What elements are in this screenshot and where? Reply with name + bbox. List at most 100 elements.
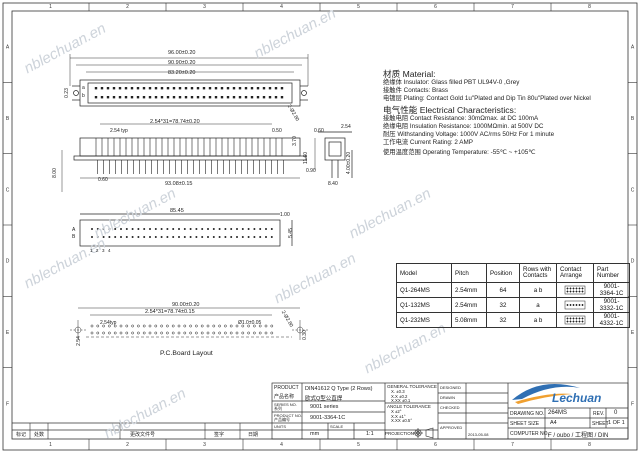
dim-label: 96.00±0.20 [168,50,196,56]
pcb-hole [200,324,204,328]
dim-label: 0.30 [301,330,308,340]
frame-row-label: D [6,259,10,265]
material-title: 材质 Material: [383,69,436,79]
front-contact [118,96,122,99]
checked-label: CHECKED [440,405,460,410]
bottom-contact [131,228,134,230]
pcb-hole [195,331,198,335]
units-label: UNITS [274,424,286,429]
front-contact [190,87,194,90]
header-cell: Position [486,263,520,283]
pcb-hole [177,331,181,335]
pin-number: 4 [108,248,111,253]
dim-label: 2.54*31=78.74±0.20 [150,119,200,125]
dim-label: 85.45 [170,208,184,214]
front-contact [244,87,248,90]
pcb-hole [131,331,134,335]
pcb-layout [70,307,308,340]
product-label-cn: 产品名称 [274,394,295,400]
side-view [318,131,353,178]
front-contact [178,96,182,99]
spec-operating-temperature: 使用温度范围 Operating Temperature: -55℃ ~ +10… [383,149,536,156]
title-block-grid [12,382,629,440]
frame-column-label: 8 [588,442,591,448]
bottom-contact [125,228,128,230]
product-no-value: 9001-3364-1C [310,415,346,421]
bottom-contact [253,228,256,230]
front-contact [106,87,110,90]
front-contact [256,87,260,90]
pin-row-label-a: a [82,85,85,91]
spec-contact-resistance: 接触电阻 Contact Resistance: 30mΩmax. at DC … [383,115,539,122]
pcb-hole [229,324,233,328]
approved-label: APPROVED [440,425,463,430]
front-contact [154,87,158,90]
pcb-hole [189,331,192,335]
front-contact [232,87,236,90]
dim-label: 90.00±0.20 [172,302,200,308]
computer-no-value: F / oubo / 工程图 / DIN [548,433,609,439]
pcb-hole [148,331,152,335]
bottom-contact [270,228,273,230]
cell-arrange [556,282,594,298]
front-contact [94,87,98,90]
table-row: Q1-132MS 2.54mm 32 a 9001-3332-1C [396,297,630,313]
front-contact [94,96,98,99]
bottom-contact [230,236,233,238]
bottom-contact [143,228,146,230]
frame-row-label: E [631,330,635,336]
bottom-contact [195,228,198,230]
cell-pitch: 5.08mm [451,312,487,328]
pcb-hole [183,324,187,328]
frame-column-label: 6 [434,4,437,10]
bottom-contact [189,236,192,238]
bottom-contact [172,228,175,230]
front-contact [166,96,170,99]
pcb-hole [137,324,140,328]
pcb-hole [235,331,239,335]
cell-part-number: 9001-3364-1C [593,282,630,298]
bottom-contact [265,236,267,238]
pcb-hole [247,331,250,335]
frame-column-label: 5 [357,4,360,10]
company-logo-icon [512,384,580,404]
header-cell: Model [396,263,452,283]
dim-label: 90.90±0.20 [168,60,196,66]
cell-arrange [556,312,594,328]
pcb-hole [241,324,245,328]
pcb-hole [142,331,146,335]
pcb-hole [264,331,268,335]
table-row: Q1-264MS 2.54mm 64 a b 9001-3364-1C [396,282,630,298]
bottom-view [79,213,293,247]
front-contact [148,87,152,90]
bottom-contact [96,228,99,230]
cell-model: Q1-232MS [396,312,452,328]
front-contact [196,87,200,90]
bottom-contact [265,228,267,230]
pcb-hole [113,324,117,328]
front-contact [244,96,248,99]
front-contact [274,96,278,99]
pcb-hole [171,324,175,328]
pcb-hole [183,331,187,335]
pcb-hole [96,331,100,335]
bottom-contact [178,228,180,230]
pcb-hole [195,324,198,328]
front-contact [208,96,212,99]
dim-label: 4.00±0.20 [346,151,353,175]
bottom-contact [166,228,169,230]
drawn-label: DRAWN [440,395,455,400]
bottom-contact [201,228,204,230]
pcb-hole [270,331,274,335]
pcb-hole [96,324,100,328]
dim-label: 8.00 [51,168,58,178]
dim-label: 11.60 [303,151,310,165]
pcb-hole [189,324,192,328]
pcb-hole [218,324,221,328]
cell-model: Q1-264MS [396,282,452,298]
dim-label: 83.20±0.20 [168,70,196,76]
front-contact [262,96,266,99]
bottom-contact [224,236,227,238]
table-row: Q1-232MS 5.08mm 32 a b 9001-4332-1C [396,312,630,328]
